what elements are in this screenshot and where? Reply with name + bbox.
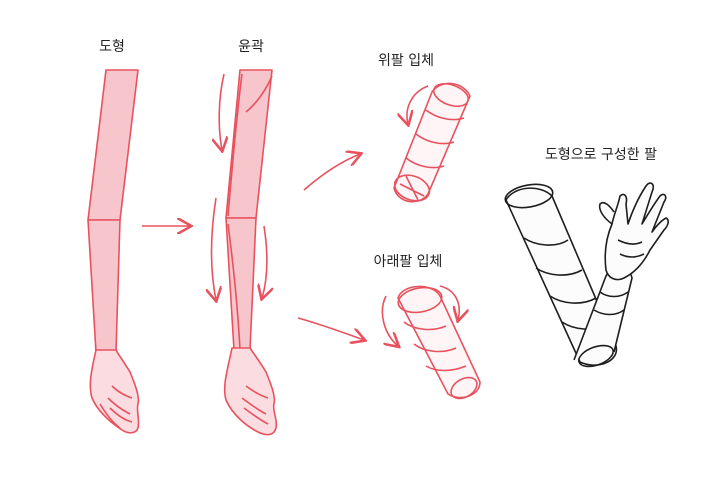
constructed-upper-ring-2 — [535, 267, 583, 276]
label-shape: 도형 — [99, 39, 125, 55]
forearm-shape — [87, 219, 121, 353]
upper-cylinder-bottom-cap — [393, 174, 431, 202]
contour-finger-lines — [241, 385, 269, 425]
forearm-rotation-arrow-right — [439, 285, 459, 320]
direction-arrow-forearm-right — [262, 225, 267, 298]
constructed-elbow-cap — [578, 344, 614, 368]
constructed-arm — [504, 182, 669, 368]
upper-cylinder-ring-1 — [425, 109, 465, 121]
constructed-thumb — [598, 201, 615, 225]
constructed-forearm-ring-2 — [599, 291, 629, 298]
upper-arm-shape — [87, 69, 139, 221]
contour-arm — [223, 69, 278, 436]
constructed-hand — [604, 182, 669, 281]
upper-cylinder-top-cap — [432, 82, 470, 108]
label-upper-arm-volume: 위팔 입체 — [378, 53, 434, 69]
shape-arm — [87, 69, 140, 434]
direction-arrow-forearm-left — [212, 197, 217, 300]
upper-arm-cylinder — [393, 82, 471, 203]
arrow-to-upper-volume — [303, 154, 360, 191]
label-arm-from-shapes: 도형으로 구성한 팔 — [545, 147, 657, 163]
constructed-upper-ring-1 — [523, 237, 569, 246]
forearm-cylinder-ring-1 — [403, 321, 447, 331]
constructed-shoulder-cap — [504, 183, 554, 209]
upper-arm-contour-line — [227, 73, 273, 217]
forearm-cylinder — [381, 285, 481, 400]
arrow-to-forearm-volume — [297, 317, 364, 340]
upper-cylinder-ring-2 — [415, 133, 455, 145]
forearm-cylinder-ring-2 — [413, 343, 457, 353]
forearm-cylinder-bottom-cap — [450, 376, 478, 400]
constructed-palm-lines — [617, 239, 645, 258]
direction-arrow-upper-left — [219, 73, 224, 150]
finger-lines — [99, 385, 133, 429]
forearm-cylinder-top-cap — [397, 286, 443, 314]
upper-rotation-arrow — [407, 85, 429, 124]
label-forearm-volume: 아래팔 입체 — [373, 254, 443, 270]
forearm-rotation-arrow-left — [381, 295, 398, 346]
upper-cylinder-ring-3 — [405, 157, 445, 169]
forearm-cylinder-ring-3 — [425, 365, 467, 372]
hand-sketch — [89, 349, 140, 434]
contour-hand-sketch — [223, 347, 278, 436]
forearm-cylinder-body — [397, 285, 481, 399]
upper-cylinder-cross — [399, 175, 425, 201]
forearm-contour-line — [227, 223, 241, 351]
direction-arrows — [212, 73, 267, 300]
constructed-upper-ring-3 — [549, 295, 597, 304]
label-contour: 윤곽 — [238, 39, 264, 55]
constructed-forearm-ring-1 — [593, 309, 625, 316]
upper-arm-contour — [225, 69, 273, 219]
